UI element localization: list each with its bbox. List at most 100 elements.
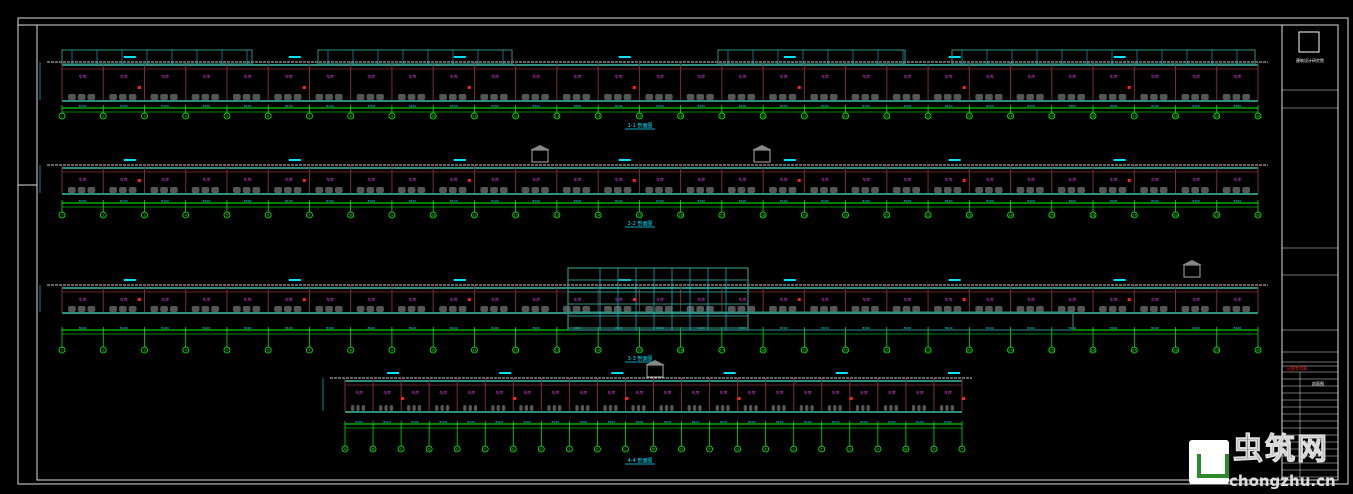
axis-bubble [800, 211, 808, 219]
room-label: 车库 [697, 176, 705, 182]
parked-car [389, 405, 394, 411]
dimension-text: 8100 [79, 104, 87, 108]
parked-car [397, 94, 406, 100]
parked-car [1222, 187, 1231, 193]
room-label: 车库 [1233, 296, 1241, 302]
section-title: 2-2 剖面图 [628, 220, 653, 227]
axis-bubble [453, 445, 461, 453]
room-label: 车库 [383, 389, 391, 395]
parked-car [851, 306, 860, 312]
axis-bubble [790, 445, 798, 453]
room-label: 车库 [79, 176, 87, 182]
axis-label: 30 [1256, 214, 1260, 218]
parked-car [448, 94, 457, 100]
axis-label: J [568, 448, 570, 452]
drawing-name: 剖面图 [1312, 380, 1324, 386]
tower-block [567, 267, 1074, 331]
dimension-text: 8100 [203, 326, 211, 330]
room-label: 车库 [945, 296, 953, 302]
parked-car [833, 405, 837, 411]
parked-car [603, 405, 607, 411]
axis-bubble [1089, 211, 1097, 219]
parked-car [191, 94, 200, 100]
parked-car [521, 187, 530, 193]
axis-bubble [1213, 211, 1221, 219]
parked-car [1159, 94, 1168, 100]
axis-bubble [842, 211, 849, 219]
company-name: 建筑设计研究院 [1296, 57, 1324, 63]
dimension-text: 8100 [450, 326, 458, 330]
room-label: 车库 [1233, 176, 1241, 182]
dimension-text: 8100 [888, 420, 896, 424]
axis-label: 6 [267, 349, 269, 353]
elevation-tag [1113, 159, 1126, 161]
room-label: 车库 [1192, 296, 1200, 302]
drawing-frame [17, 17, 1349, 485]
elevation-tag [453, 279, 466, 281]
dimension-text: 8100 [945, 104, 953, 108]
parked-car [458, 187, 467, 193]
parked-car [541, 187, 549, 193]
marker-red [632, 179, 636, 182]
room-label: 车库 [615, 176, 623, 182]
axis-bubble [734, 445, 742, 453]
dimension-text: 8100 [244, 326, 252, 330]
axis-label: 4 [185, 214, 188, 218]
parked-car [293, 187, 302, 193]
parked-car [1077, 187, 1086, 193]
axis-bubble [425, 445, 433, 453]
section-title: 4-4 剖面图 [628, 457, 653, 464]
elevation-tag [783, 56, 796, 58]
axis-label: 13 [555, 349, 559, 353]
parked-car [283, 306, 292, 312]
parked-car [655, 94, 663, 100]
axis-bubble [182, 346, 190, 354]
parked-car [855, 405, 860, 411]
parked-car [604, 306, 612, 312]
parked-car [631, 405, 635, 411]
parked-car [325, 306, 333, 312]
elevation-tag [499, 372, 512, 374]
parked-car [417, 306, 426, 312]
axis-bubble [388, 346, 396, 354]
axis-label: 4 [185, 115, 188, 119]
axis-bubble [1089, 112, 1097, 120]
axis-label: 9 [391, 214, 393, 218]
marker-red [137, 179, 141, 182]
room-label: 车库 [367, 296, 375, 302]
room-label: 车库 [285, 176, 293, 182]
axis-label: 7 [308, 214, 310, 218]
room-label: 车库 [656, 176, 664, 182]
parked-car [283, 94, 292, 100]
parked-car [191, 187, 200, 193]
axis-bubble [471, 112, 478, 120]
axis-bubble [1172, 346, 1179, 354]
axis-label: V [877, 448, 880, 452]
axis-label: 17 [720, 349, 724, 353]
axis-label: 11 [472, 214, 476, 218]
parked-car [87, 306, 96, 312]
axis-label: 11 [472, 115, 476, 119]
elevation-tag [948, 56, 961, 58]
room-label: 车库 [692, 389, 700, 395]
parked-car [1016, 94, 1025, 100]
axis-label: 22 [926, 115, 930, 119]
dimension-text: 8100 [495, 420, 503, 424]
dimension-text: 8100 [780, 104, 788, 108]
axis-label: M [652, 448, 655, 452]
axis-label: 21 [885, 115, 889, 119]
axis-bubble [706, 445, 713, 453]
room-label: 车库 [615, 73, 623, 79]
parked-car [1057, 306, 1066, 312]
parked-car [1242, 94, 1250, 100]
axis-bubble [58, 346, 66, 354]
dimension-text: 8100 [780, 326, 788, 330]
parked-car [829, 187, 838, 193]
axis-bubble [800, 112, 808, 120]
axis-bubble [678, 445, 685, 453]
parked-car [1108, 94, 1117, 100]
above-ground-building [61, 49, 253, 65]
parked-car [1201, 94, 1209, 100]
axis-bubble [347, 211, 355, 219]
parked-car [686, 306, 695, 312]
